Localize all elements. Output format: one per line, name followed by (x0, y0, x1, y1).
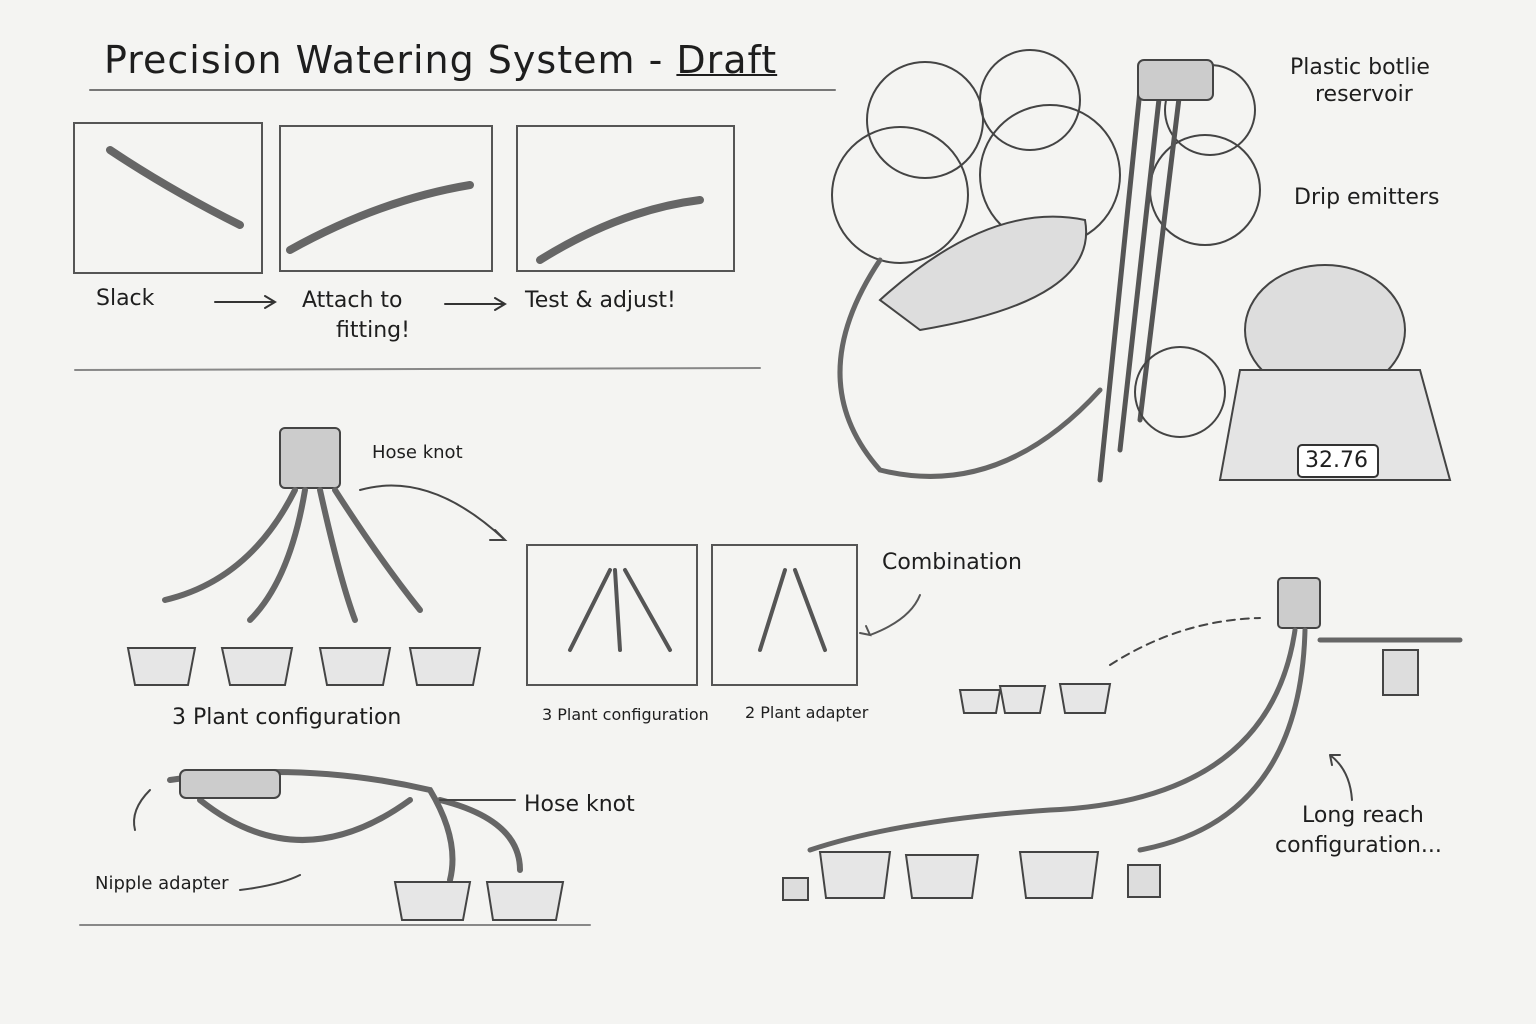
long-reach-illustration (782, 577, 1463, 901)
step-arrows (214, 295, 507, 311)
combination-panels (526, 544, 921, 686)
step-slack-label: Slack (96, 286, 155, 311)
three-plant-config-small-label: 3 Plant configuration (542, 705, 709, 724)
nipple-adapter-label: Nipple adapter (95, 873, 229, 894)
combination-label: Combination (882, 550, 1022, 575)
step-test-label: Test & adjust! (525, 288, 676, 313)
scale-display (1297, 444, 1379, 478)
long-reach-label-2: configuration... (1275, 833, 1442, 858)
reservoir-label: Plastic botlie (1290, 55, 1430, 80)
hose-knot-label-top: Hose knot (372, 442, 463, 463)
drip-emitters-label: Drip emitters (1294, 185, 1440, 210)
three-plant-hub (126, 427, 508, 686)
step-panels (73, 122, 735, 274)
scale-reading: 32.76 (1305, 448, 1368, 473)
step-attach-label: Attach to (302, 288, 403, 313)
step-attach-label-2: fitting! (336, 318, 410, 343)
long-reach-label: Long reach (1302, 803, 1424, 828)
title-text: Precision Watering System - (104, 38, 677, 82)
reservoir-label-2: reservoir (1315, 82, 1413, 107)
produce-illustration (831, 49, 1452, 483)
hose-knot-label-bottom: Hose knot (524, 792, 635, 817)
page-title: Precision Watering System - Draft (104, 38, 777, 82)
two-plant-adapter-label: 2 Plant adapter (745, 703, 869, 722)
title-draft: Draft (676, 38, 778, 82)
nipple-adapter-illustration (79, 769, 591, 926)
divider (74, 367, 761, 371)
three-plant-config-label: 3 Plant configuration (172, 705, 402, 730)
